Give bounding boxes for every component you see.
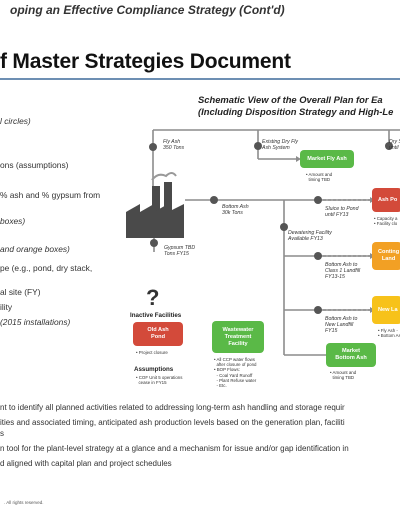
bottom-bullet-2-cont: s	[0, 429, 4, 438]
left-bullet-8: ility	[0, 302, 13, 312]
assumptions-title: Assumptions	[134, 366, 174, 373]
note-market-bottom-ash: • Amount and timing TBD	[330, 370, 357, 381]
question-mark-icon: ?	[146, 285, 160, 310]
copyright-text: . All rights reserved.	[4, 500, 44, 505]
left-bullet-9: (2015 installations)	[0, 317, 71, 327]
label-fly-ash: Fly Ash 350 Tons	[163, 139, 185, 151]
left-bullet-4: boxes)	[0, 216, 26, 226]
label-bottom-ash-new-landfill: Bottom Ash to New Landfill FY15	[325, 316, 358, 334]
power-plant-icon	[126, 172, 184, 238]
schematic-title-line-1: Schematic View of the Overall Plan for E…	[198, 94, 383, 105]
note-new-landfill: • Fly Ash - • Bottom As	[378, 328, 400, 339]
left-bullet-1: l circles)	[0, 116, 31, 126]
note-wastewater: • All CCP water flows after closure of p…	[214, 357, 257, 389]
label-dry-partial: Dry S until	[389, 139, 400, 151]
schematic-title-line-2: (Including Disposition Strategy and High…	[198, 106, 394, 117]
bottom-bullet-2: ities and associated timing, anticipated…	[0, 418, 345, 427]
box-old-ash-pond: Old Ash Pond	[133, 322, 183, 346]
note-old-ash-pond: • Project closure	[136, 350, 168, 355]
box-contingency-landfill: Conting Land	[372, 242, 400, 270]
label-existing-dry-fly-ash: Existing Dry Fly Ash System	[262, 139, 299, 151]
box-wastewater-treatment: Wastewater Treatment Facility	[212, 321, 264, 353]
flow-lines	[152, 129, 400, 356]
left-bullet-2: ons (assumptions)	[0, 160, 69, 170]
bottom-bullet-1: nt to identify all planned activities re…	[0, 403, 345, 412]
label-bottom-ash: Bottom Ash 30k Tons	[222, 204, 249, 216]
bottom-bullet-3: n tool for the plant-level strategy at a…	[0, 444, 349, 453]
label-gypsum: Gypsum TBD Tons FY15	[164, 245, 196, 257]
assumptions-text: • COF Unit 5 operations cease in FY15	[136, 375, 183, 386]
left-bullet-5: and orange boxes)	[0, 244, 70, 254]
note-market-fly-ash: • Amount and timing TBD	[306, 172, 333, 183]
note-ash-pond: • Capacity a • Facility clo	[374, 216, 398, 227]
box-ash-pond: Ash Po	[372, 188, 400, 212]
inactive-facilities-title: Inactive Facilities	[130, 312, 182, 319]
label-dewatering-facility: Dewatering Facility Available FY13	[288, 230, 332, 242]
bottom-bullet-4: d aligned with capital plan and project …	[0, 459, 172, 468]
slide-subtitle: oping an Effective Compliance Strategy (…	[10, 3, 285, 17]
dashed-flow-lines	[318, 199, 370, 311]
header-bar	[0, 0, 400, 22]
box-market-fly-ash: Market Fly Ash	[300, 150, 354, 168]
milestone-dots	[149, 142, 393, 314]
slide-title: f Master Strategies Document	[0, 50, 291, 73]
left-bullet-7: al site (FY)	[0, 287, 41, 297]
label-bottom-ash-class1: Bottom Ash to Class 1 Landfill FY13-15	[325, 262, 361, 280]
left-bullet-3: % ash and % gypsum from	[0, 190, 101, 200]
schematic-title: Schematic View of the Overall Plan for E…	[198, 94, 393, 118]
title-divider	[0, 78, 400, 80]
box-market-bottom-ash: Market Bottom Ash	[326, 343, 376, 367]
label-sluice-to-pond: Sluice to Pond until FY13	[325, 206, 359, 218]
left-bullet-6: pe (e.g., pond, dry stack,	[0, 263, 93, 273]
box-new-landfill: New La	[372, 296, 400, 324]
